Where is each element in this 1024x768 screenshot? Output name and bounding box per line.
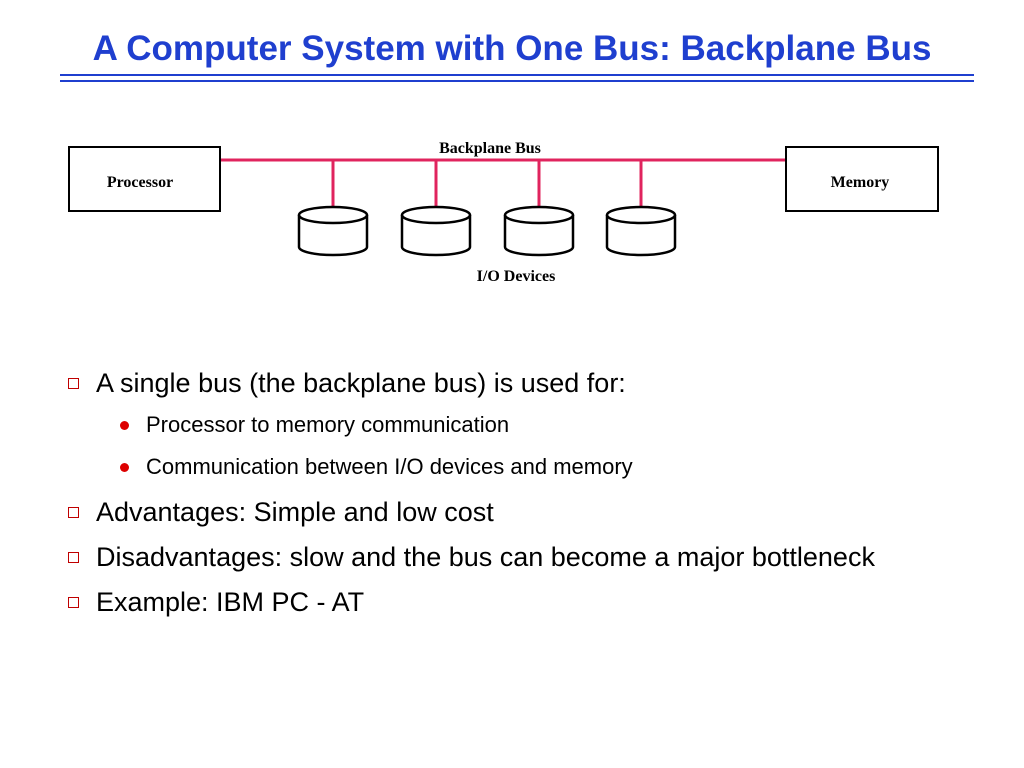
- bullet-text: Advantages: Simple and low cost: [96, 497, 494, 527]
- square-bullet-icon: [68, 378, 79, 389]
- processor-box: [68, 146, 221, 212]
- sub-bullet-text: Communication between I/O devices and me…: [146, 454, 633, 479]
- memory-label: Memory: [831, 174, 890, 191]
- square-bullet-icon: [68, 507, 79, 518]
- slide-title: A Computer System with One Bus: Backplan…: [92, 29, 932, 68]
- bullet-text: Example: IBM PC - AT: [96, 587, 365, 617]
- io-device-disk-icon: [605, 205, 677, 257]
- title-underline-top: [60, 74, 974, 76]
- io-devices-label: I/O Devices: [477, 268, 556, 285]
- sub-bullet-item: Processor to memory communication: [60, 411, 980, 439]
- sub-bullet-text: Processor to memory communication: [146, 412, 510, 437]
- bullet-text: A single bus (the backplane bus) is used…: [96, 368, 626, 398]
- square-bullet-icon: [68, 552, 79, 563]
- processor-label: Processor: [107, 174, 173, 191]
- io-device-disk-icon: [503, 205, 575, 257]
- bullet-item: A single bus (the backplane bus) is used…: [60, 366, 980, 401]
- io-device-disk-icon: [400, 205, 472, 257]
- bus-label: Backplane Bus: [439, 140, 541, 157]
- square-bullet-icon: [68, 597, 79, 608]
- io-device-disk-icon: [297, 205, 369, 257]
- bullet-item: Example: IBM PC - AT: [60, 585, 980, 620]
- bullet-item: Advantages: Simple and low cost: [60, 495, 980, 530]
- sub-bullet-item: Communication between I/O devices and me…: [60, 453, 980, 481]
- title-underline-bottom: [60, 80, 974, 82]
- bullet-item: Disadvantages: slow and the bus can beco…: [60, 540, 980, 575]
- bullet-text: Disadvantages: slow and the bus can beco…: [96, 542, 875, 572]
- round-bullet-icon: [120, 463, 129, 472]
- bullet-list: A single bus (the backplane bus) is used…: [60, 366, 980, 630]
- backplane-bus-diagram: Backplane Bus Processor Memory I/O Devic…: [68, 140, 939, 285]
- memory-box: [785, 146, 939, 212]
- round-bullet-icon: [120, 421, 129, 430]
